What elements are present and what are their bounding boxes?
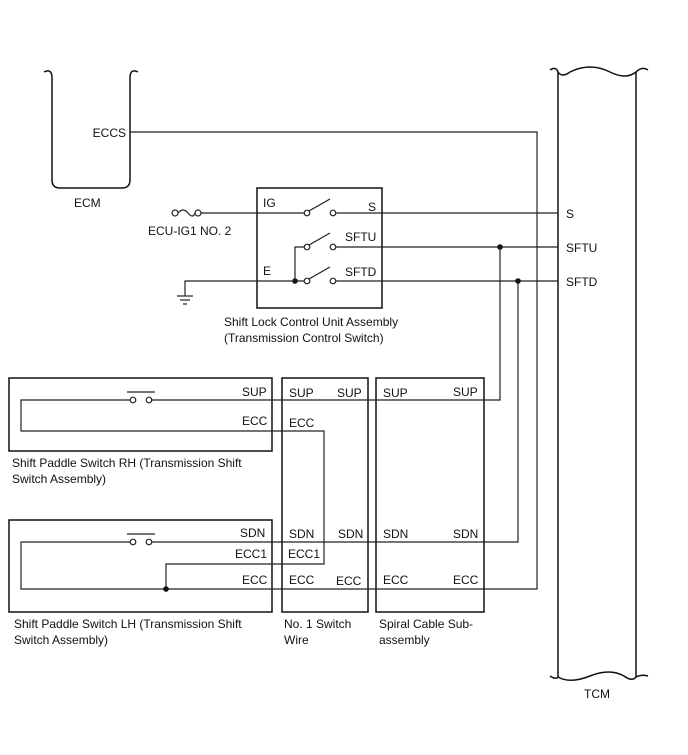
spiral-label-1: Spiral Cable Sub- [379, 617, 473, 631]
pin-e: E [263, 264, 271, 278]
sw-pin-ecc1-l: ECC1 [288, 547, 320, 561]
pin-sftd: SFTD [345, 265, 377, 279]
lh-pin-ecc1: ECC1 [235, 547, 267, 561]
switch-sftd [303, 266, 337, 285]
lh-pin-ecc: ECC [242, 573, 268, 587]
spiral-box [375, 377, 485, 613]
sw-pin-sdn-r: SDN [338, 527, 363, 541]
rh-internal-loop [20, 399, 272, 432]
paddle-rh-box [8, 377, 273, 452]
paddle-lh-label-1: Shift Paddle Switch LH (Transmission Shi… [14, 617, 242, 631]
shift-lock-label-2: (Transmission Control Switch) [224, 331, 384, 345]
sw-pin-ecc-b-l: ECC [289, 573, 315, 587]
tcm-pin-sftd: SFTD [566, 275, 598, 289]
shift-lock-label-1: Shift Lock Control Unit Assembly [224, 315, 398, 329]
sw-pin-sup-r: SUP [337, 386, 362, 400]
ecm-pin-eccs: ECCS [93, 126, 126, 140]
lh-pin-sdn: SDN [240, 526, 265, 540]
ecm-block [43, 70, 139, 189]
sp-pin-sup-r: SUP [453, 385, 478, 399]
sp-pin-ecc-l: ECC [383, 573, 409, 587]
sp-pin-ecc-r: ECC [453, 573, 479, 587]
rh-pin-ecc: ECC [242, 414, 268, 428]
switch-wire-box [281, 377, 369, 613]
ecm-label: ECM [74, 196, 101, 210]
fuse-symbol [171, 209, 202, 217]
rh-pin-sup: SUP [242, 385, 267, 399]
tcm-label: TCM [584, 687, 610, 701]
sp-pin-sdn-r: SDN [453, 527, 478, 541]
wire-common [294, 246, 304, 282]
wire-ecc-loop [272, 430, 325, 565]
paddle-lh-box [8, 519, 273, 613]
shift-lock-box [256, 187, 383, 309]
lh-ecc1-wire [165, 563, 272, 589]
sp-pin-sup-l: SUP [383, 386, 408, 400]
sw-pin-ecc-b-r: ECC [336, 574, 362, 588]
paddle-lh-label-2: Switch Assembly) [14, 633, 108, 647]
wire-ground [184, 280, 295, 296]
sw-pin-sup-l: SUP [289, 386, 314, 400]
fuse-label: ECU-IG1 NO. 2 [148, 224, 232, 238]
switch-wire-label-2: Wire [284, 633, 309, 647]
switch-ig-s [303, 198, 337, 217]
sw-pin-ecc-l: ECC [289, 416, 315, 430]
tcm-pin-sftu: SFTU [566, 241, 597, 255]
paddle-rh-label-1: Shift Paddle Switch RH (Transmission Shi… [12, 456, 242, 470]
paddle-rh-label-2: Switch Assembly) [12, 472, 106, 486]
lh-internal-loop [20, 541, 272, 590]
lh-junction [163, 586, 169, 592]
wire-sup-branch [484, 247, 501, 401]
pin-ig: IG [263, 196, 276, 210]
tcm-pin-s: S [566, 207, 574, 221]
wire-eccs [130, 131, 538, 590]
tcm-block [549, 66, 649, 681]
pin-s: S [368, 200, 376, 214]
sp-pin-sdn-l: SDN [383, 527, 408, 541]
ground-icon [177, 295, 193, 305]
sw-pin-sdn-l: SDN [289, 527, 314, 541]
rh-switch [127, 391, 155, 404]
pin-sftu: SFTU [345, 230, 376, 244]
switch-sftu [303, 232, 337, 251]
wire-sdn-branch [484, 281, 519, 543]
lh-switch [127, 533, 155, 546]
spiral-label-2: assembly [379, 633, 430, 647]
switch-wire-label-1: No. 1 Switch [284, 617, 351, 631]
